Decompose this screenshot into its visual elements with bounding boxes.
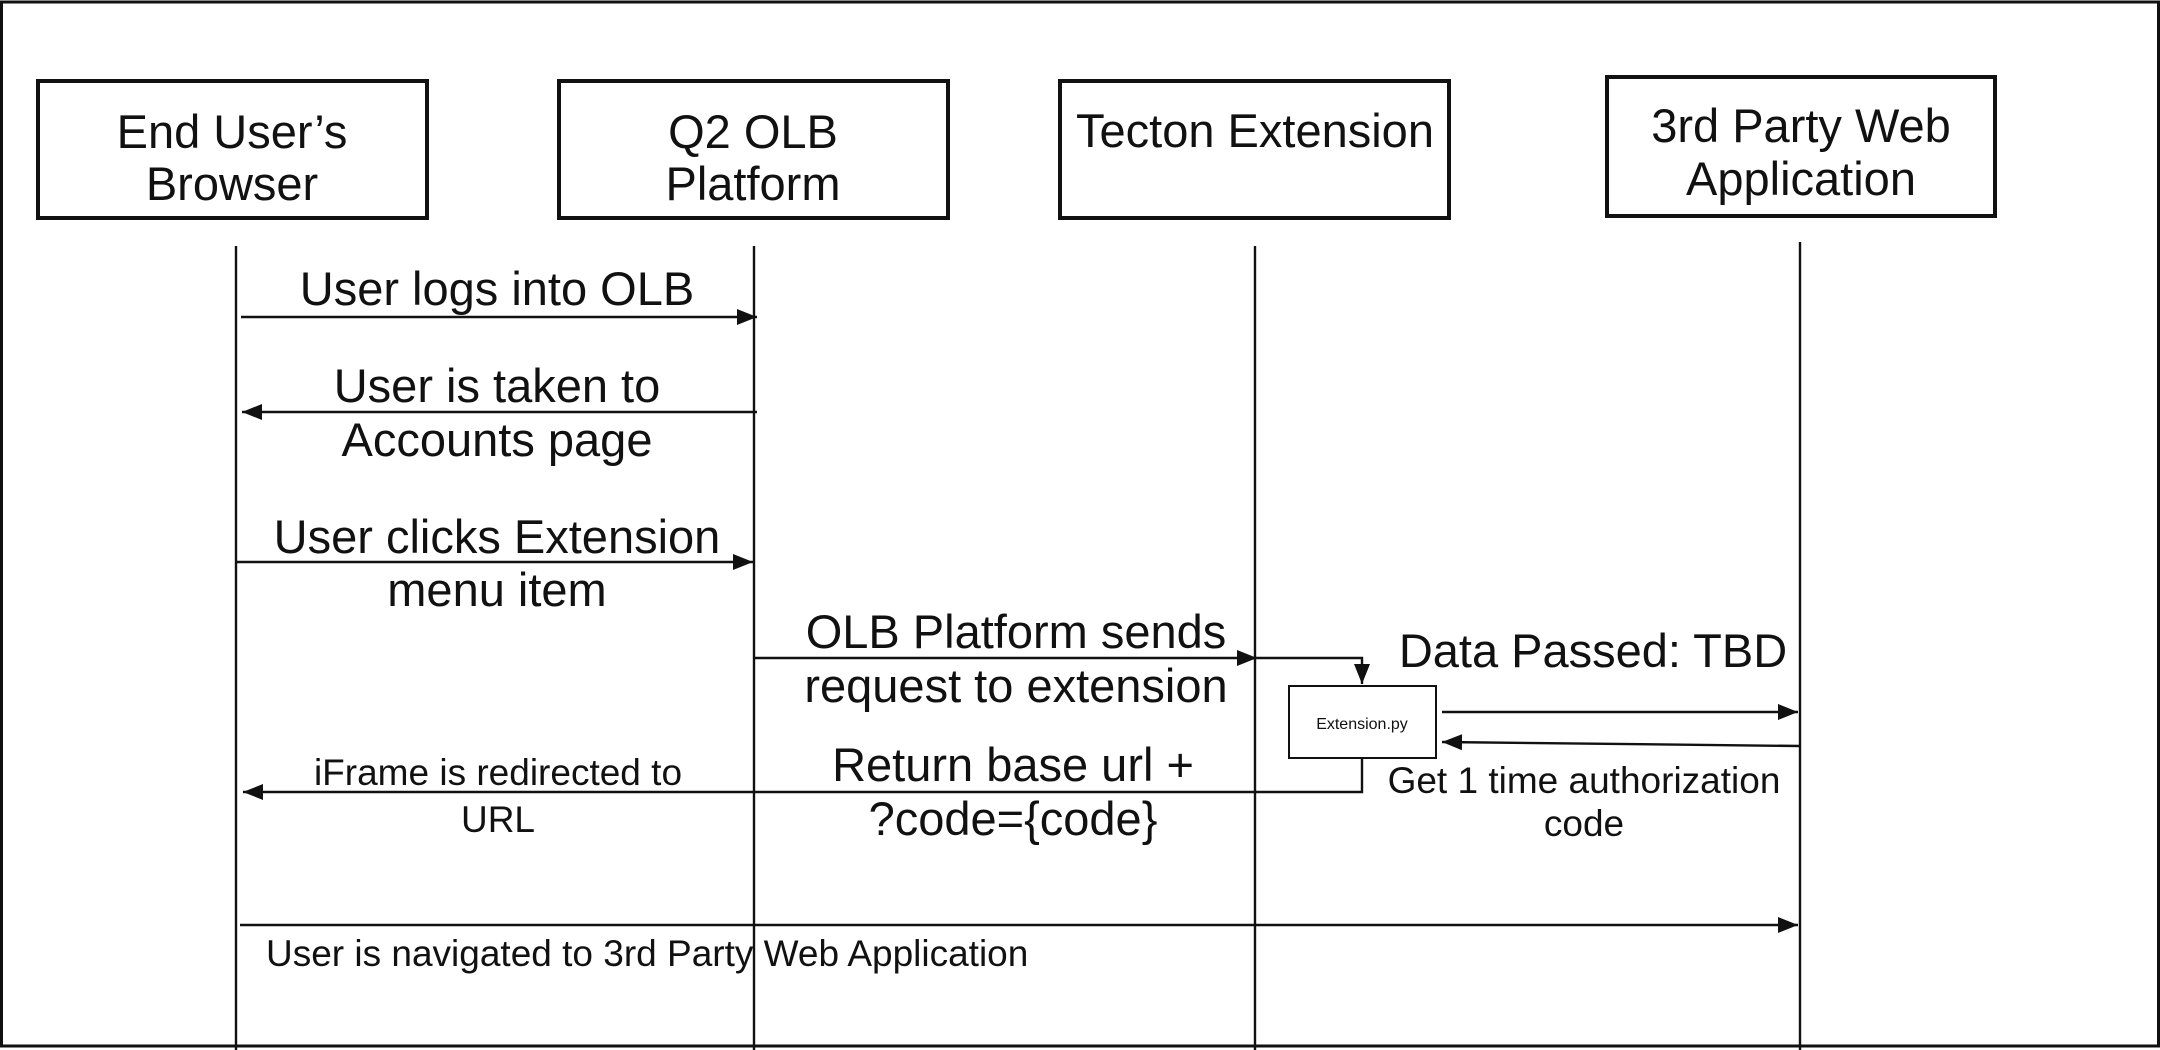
message-clicks-extension: User clicks Extension menu item (236, 510, 753, 616)
message-data-passed: Data Passed: TBD (1399, 624, 1798, 720)
message-label: Data Passed: TBD (1399, 624, 1787, 677)
message-user-logs-in: User logs into OLB (241, 262, 757, 325)
message-accounts-page: User is taken to Accounts page (242, 359, 757, 466)
participant-label: Q2 OLB (668, 105, 838, 158)
message-label: code (1544, 803, 1624, 844)
participant-label: 3rd Party Web (1651, 99, 1951, 152)
message-label: iFrame is redirected to (314, 752, 682, 793)
participant-label: Application (1686, 152, 1916, 205)
message-sends-request: OLB Platform sends request to extension (754, 605, 1257, 712)
extension-py-box: Extension.py (1288, 685, 1437, 759)
message-label: URL (461, 799, 535, 840)
participant-label: Browser (146, 157, 318, 210)
message-label: User logs into OLB (300, 262, 694, 315)
message-label: Accounts page (342, 413, 653, 466)
message-return-redirect: iFrame is redirected to URL Return base … (243, 738, 1364, 845)
participant-label: End User’s (117, 105, 348, 158)
message-label: User is taken to (334, 359, 661, 412)
participant-label: Tecton Extension (1076, 104, 1434, 157)
participant-tecton-extension: Tecton Extension (1058, 79, 1451, 220)
participant-end-user-browser: End User’s Browser (36, 79, 429, 220)
message-label: User clicks Extension (274, 510, 721, 563)
extension-connector-arrow (1257, 656, 1370, 684)
message-authorization-code: Get 1 time authorization code (1388, 734, 1801, 844)
message-label: Return base url + (832, 738, 1194, 791)
message-navigated: User is navigated to 3rd Party Web Appli… (240, 917, 1798, 974)
participant-q2-olb-platform: Q2 OLB Platform (557, 79, 950, 220)
message-label: request to extension (804, 659, 1227, 712)
message-label: User is navigated to 3rd Party Web Appli… (266, 933, 1028, 974)
message-label: Get 1 time authorization (1388, 760, 1781, 801)
message-label: menu item (387, 563, 606, 616)
participant-label: Platform (666, 157, 841, 210)
message-arrow (1441, 734, 1801, 751)
message-label: OLB Platform sends (806, 605, 1227, 658)
participant-third-party-app: 3rd Party Web Application (1605, 75, 1997, 218)
message-label: ?code={code} (869, 792, 1158, 845)
message-arrow (243, 758, 1364, 800)
extension-py-label: Extension.py (1316, 716, 1408, 733)
